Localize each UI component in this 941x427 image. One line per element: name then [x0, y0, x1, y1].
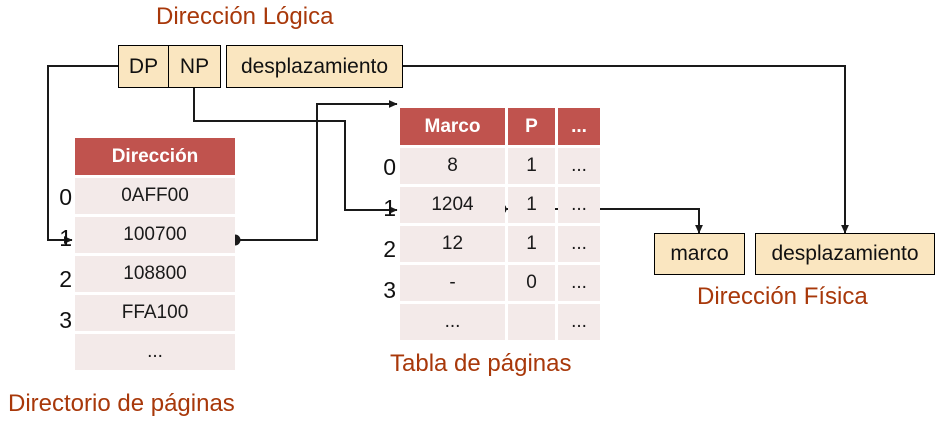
pagetable-cell-marco-3[interactable]: - — [400, 265, 505, 301]
pagetable-header-more: ... — [558, 108, 600, 145]
table-row[interactable]: 108800 — [75, 256, 235, 292]
pagetable-row-index-2: 2 — [383, 236, 396, 262]
label-page-table: Tabla de páginas — [390, 350, 572, 377]
pagetable-cell-more-3[interactable]: ... — [558, 265, 600, 301]
pagetable-cell-more-2[interactable]: ... — [558, 226, 600, 262]
table-row[interactable]: FFA100 — [75, 295, 235, 331]
pagetable-cell-p-0[interactable]: 1 — [508, 148, 555, 184]
table-row[interactable]: 1204 1 ... — [400, 187, 600, 223]
pagetable-cell-marco-ellipsis[interactable]: ... — [400, 304, 505, 340]
directory-row-index-1: 1 — [59, 225, 72, 251]
directory-cell-address-1[interactable]: 100700 — [75, 217, 235, 253]
logical-field-dp[interactable]: DP — [118, 45, 169, 88]
pagetable-row-index-0: 0 — [383, 154, 396, 180]
title-logical-address: Dirección Lógica — [156, 3, 334, 30]
directory-cell-address-0[interactable]: 0AFF00 — [75, 178, 235, 214]
pagetable-cell-p-2[interactable]: 1 — [508, 226, 555, 262]
pagetable-header-p: P — [508, 108, 555, 145]
physical-field-marco[interactable]: marco — [654, 233, 745, 275]
pagetable-cell-marco-2[interactable]: 12 — [400, 226, 505, 262]
directory-row-index-0: 0 — [59, 184, 72, 210]
directory-cell-address-2[interactable]: 108800 — [75, 256, 235, 292]
logical-field-np[interactable]: NP — [168, 45, 221, 88]
table-row[interactable]: ... — [75, 334, 235, 370]
table-row[interactable]: - 0 ... — [400, 265, 600, 301]
page-directory-table: Dirección 0AFF00 100700 108800 FFA100 ..… — [72, 135, 238, 373]
table-header-row: Dirección — [75, 138, 235, 175]
table-row[interactable]: 0AFF00 — [75, 178, 235, 214]
directory-row-index-3: 3 — [59, 307, 72, 333]
table-row[interactable]: 12 1 ... — [400, 226, 600, 262]
pagetable-cell-p-3[interactable]: 0 — [508, 265, 555, 301]
pagetable-cell-p-ellipsis[interactable] — [508, 304, 555, 340]
pagetable-row-index-3: 3 — [383, 277, 396, 303]
pagetable-cell-more-1[interactable]: ... — [558, 187, 600, 223]
pagetable-cell-more-0[interactable]: ... — [558, 148, 600, 184]
table-header-row: Marco P ... — [400, 108, 600, 145]
logical-field-desplazamiento[interactable]: desplazamiento — [226, 45, 403, 88]
table-row[interactable]: 100700 — [75, 217, 235, 253]
physical-field-desplazamiento[interactable]: desplazamiento — [755, 233, 935, 275]
directory-row-index-2: 2 — [59, 266, 72, 292]
pagetable-cell-marco-0[interactable]: 8 — [400, 148, 505, 184]
pagetable-header-marco: Marco — [400, 108, 505, 145]
pagetable-cell-more-ellipsis[interactable]: ... — [558, 304, 600, 340]
directory-cell-address-ellipsis[interactable]: ... — [75, 334, 235, 370]
pagetable-row-index-1: 1 — [383, 195, 396, 221]
table-row[interactable]: ... ... — [400, 304, 600, 340]
label-page-directory: Directorio de páginas — [8, 390, 235, 417]
title-physical-address: Dirección Física — [697, 283, 868, 310]
table-row[interactable]: 8 1 ... — [400, 148, 600, 184]
directory-cell-address-3[interactable]: FFA100 — [75, 295, 235, 331]
pagetable-cell-p-1[interactable]: 1 — [508, 187, 555, 223]
directory-header-direccion: Dirección — [75, 138, 235, 175]
pagetable-cell-marco-1[interactable]: 1204 — [400, 187, 505, 223]
page-table: Marco P ... 8 1 ... 1204 1 ... 12 — [397, 105, 603, 343]
